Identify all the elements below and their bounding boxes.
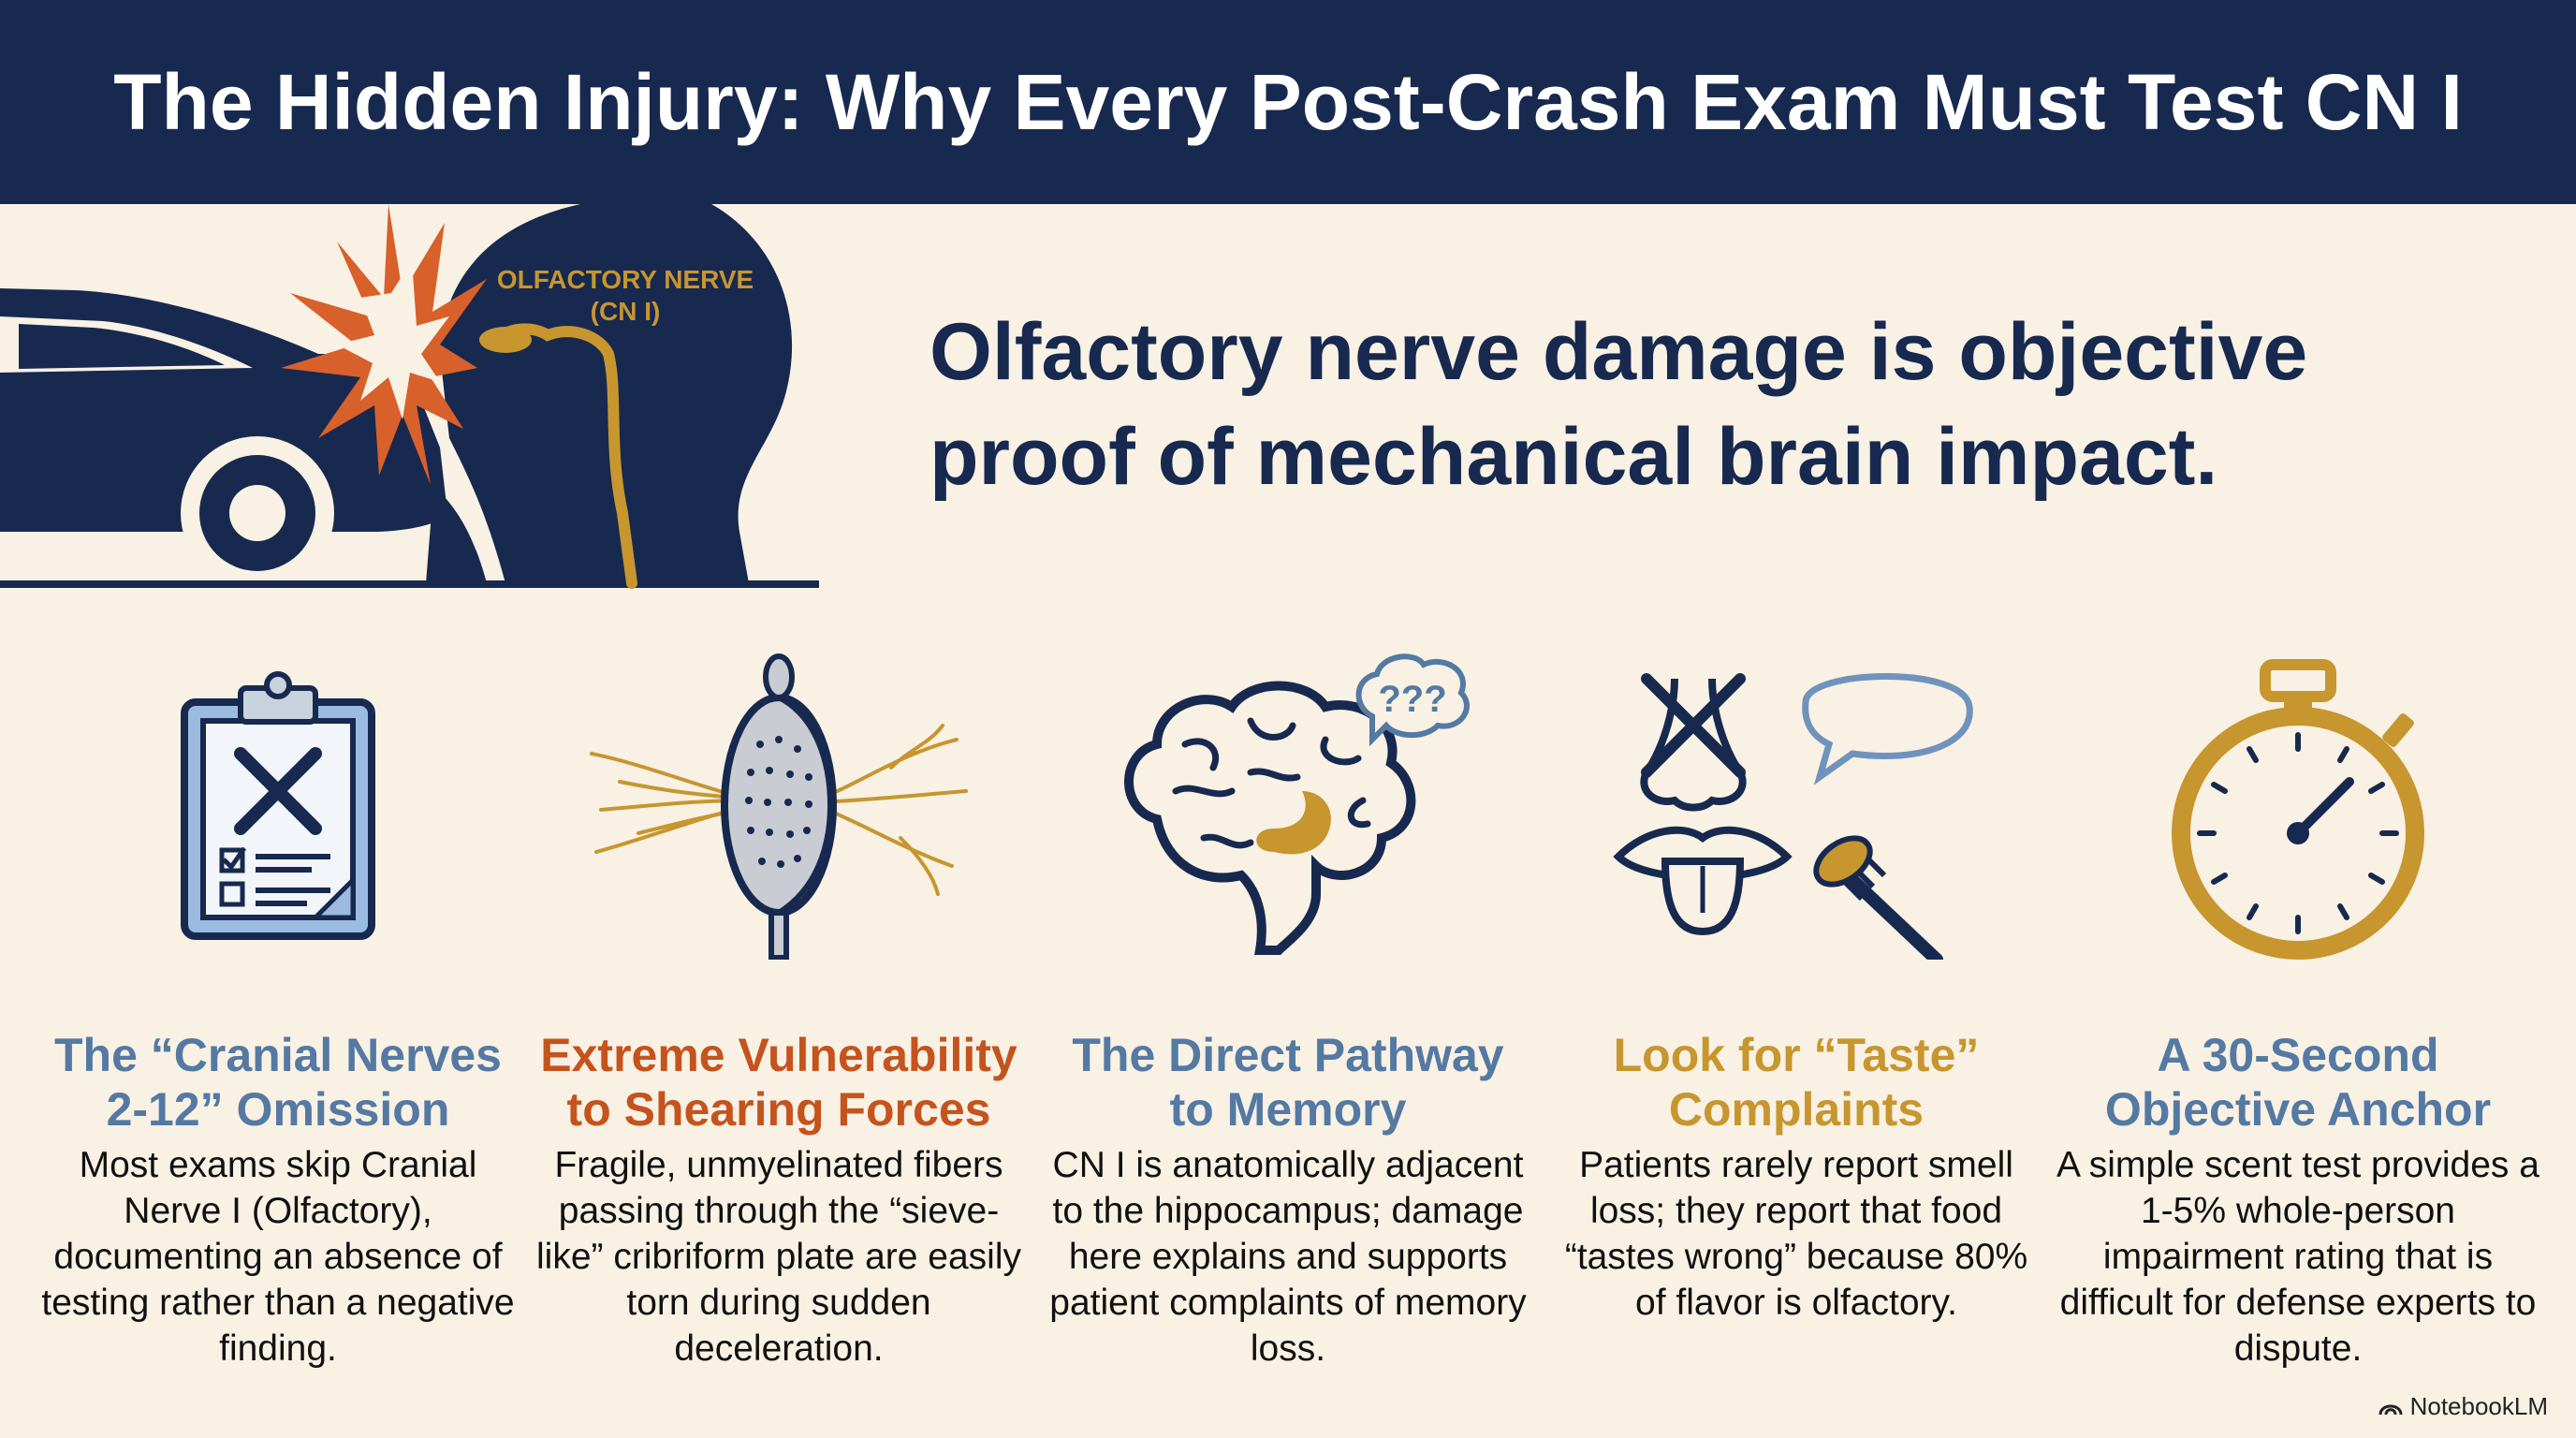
point-text: Patients rarely report smell loss; they … bbox=[1564, 1145, 2028, 1323]
watermark-text: NotebookLM bbox=[2409, 1392, 2548, 1420]
point-text: A simple scent test provides a 1-5% whol… bbox=[2056, 1145, 2539, 1369]
notebooklm-watermark: NotebookLM bbox=[2378, 1392, 2548, 1421]
clipboard-x-icon bbox=[181, 671, 375, 940]
point-title: The “Cranial Nerves 2-12” Omission bbox=[54, 1029, 502, 1136]
point-text: Most exams skip Cranial Nerve I (Olfacto… bbox=[41, 1145, 515, 1369]
notebooklm-logo-icon bbox=[2378, 1404, 2403, 1415]
stopwatch-icon bbox=[2172, 659, 2424, 960]
point-title: The Direct Pathway to Memory bbox=[1072, 1029, 1504, 1136]
cribriform-plate-icon bbox=[590, 653, 968, 960]
header-banner: The Hidden Injury: Why Every Post-Crash … bbox=[0, 0, 2576, 204]
point-objective-anchor: A 30-Second Objective Anchor A simple sc… bbox=[2055, 637, 2541, 1372]
car-crash-head-illustration: OLFACTORY NERVE (CN I) bbox=[0, 204, 819, 590]
point-shearing-forces: Extreme Vulnerability to Shearing Forces… bbox=[535, 637, 1022, 1372]
olfactory-nerve-label: OLFACTORY NERVE bbox=[497, 265, 754, 294]
brain-question-icon: ??? bbox=[1124, 653, 1470, 955]
nose-tongue-fork-icon bbox=[1613, 673, 1973, 960]
question-marks: ??? bbox=[1378, 679, 1446, 720]
point-text: Fragile, unmyelinated fibers passing thr… bbox=[536, 1145, 1021, 1369]
hero-headline: Olfactory nerve damage is objective proo… bbox=[929, 307, 2308, 502]
point-text: CN I is anatomically adjacent to the hip… bbox=[1049, 1145, 1527, 1369]
crash-illustration: OLFACTORY NERVE (CN I) bbox=[0, 204, 842, 607]
point-taste-complaints: Look for “Taste” Complaints Patients rar… bbox=[1553, 637, 2040, 1326]
point-title: Extreme Vulnerability to Shearing Forces bbox=[540, 1029, 1017, 1136]
point-title: Look for “Taste” Complaints bbox=[1613, 1029, 1980, 1136]
point-title: A 30-Second Objective Anchor bbox=[2104, 1029, 2492, 1136]
cn-i-label: (CN I) bbox=[591, 297, 661, 326]
point-memory-pathway: ??? The Direct Pathway to Memory CN I is… bbox=[1045, 637, 1531, 1372]
point-cranial-nerves-omission: The “Cranial Nerves 2-12” Omission Most … bbox=[35, 637, 521, 1372]
page-title: The Hidden Injury: Why Every Post-Crash … bbox=[113, 57, 2463, 146]
